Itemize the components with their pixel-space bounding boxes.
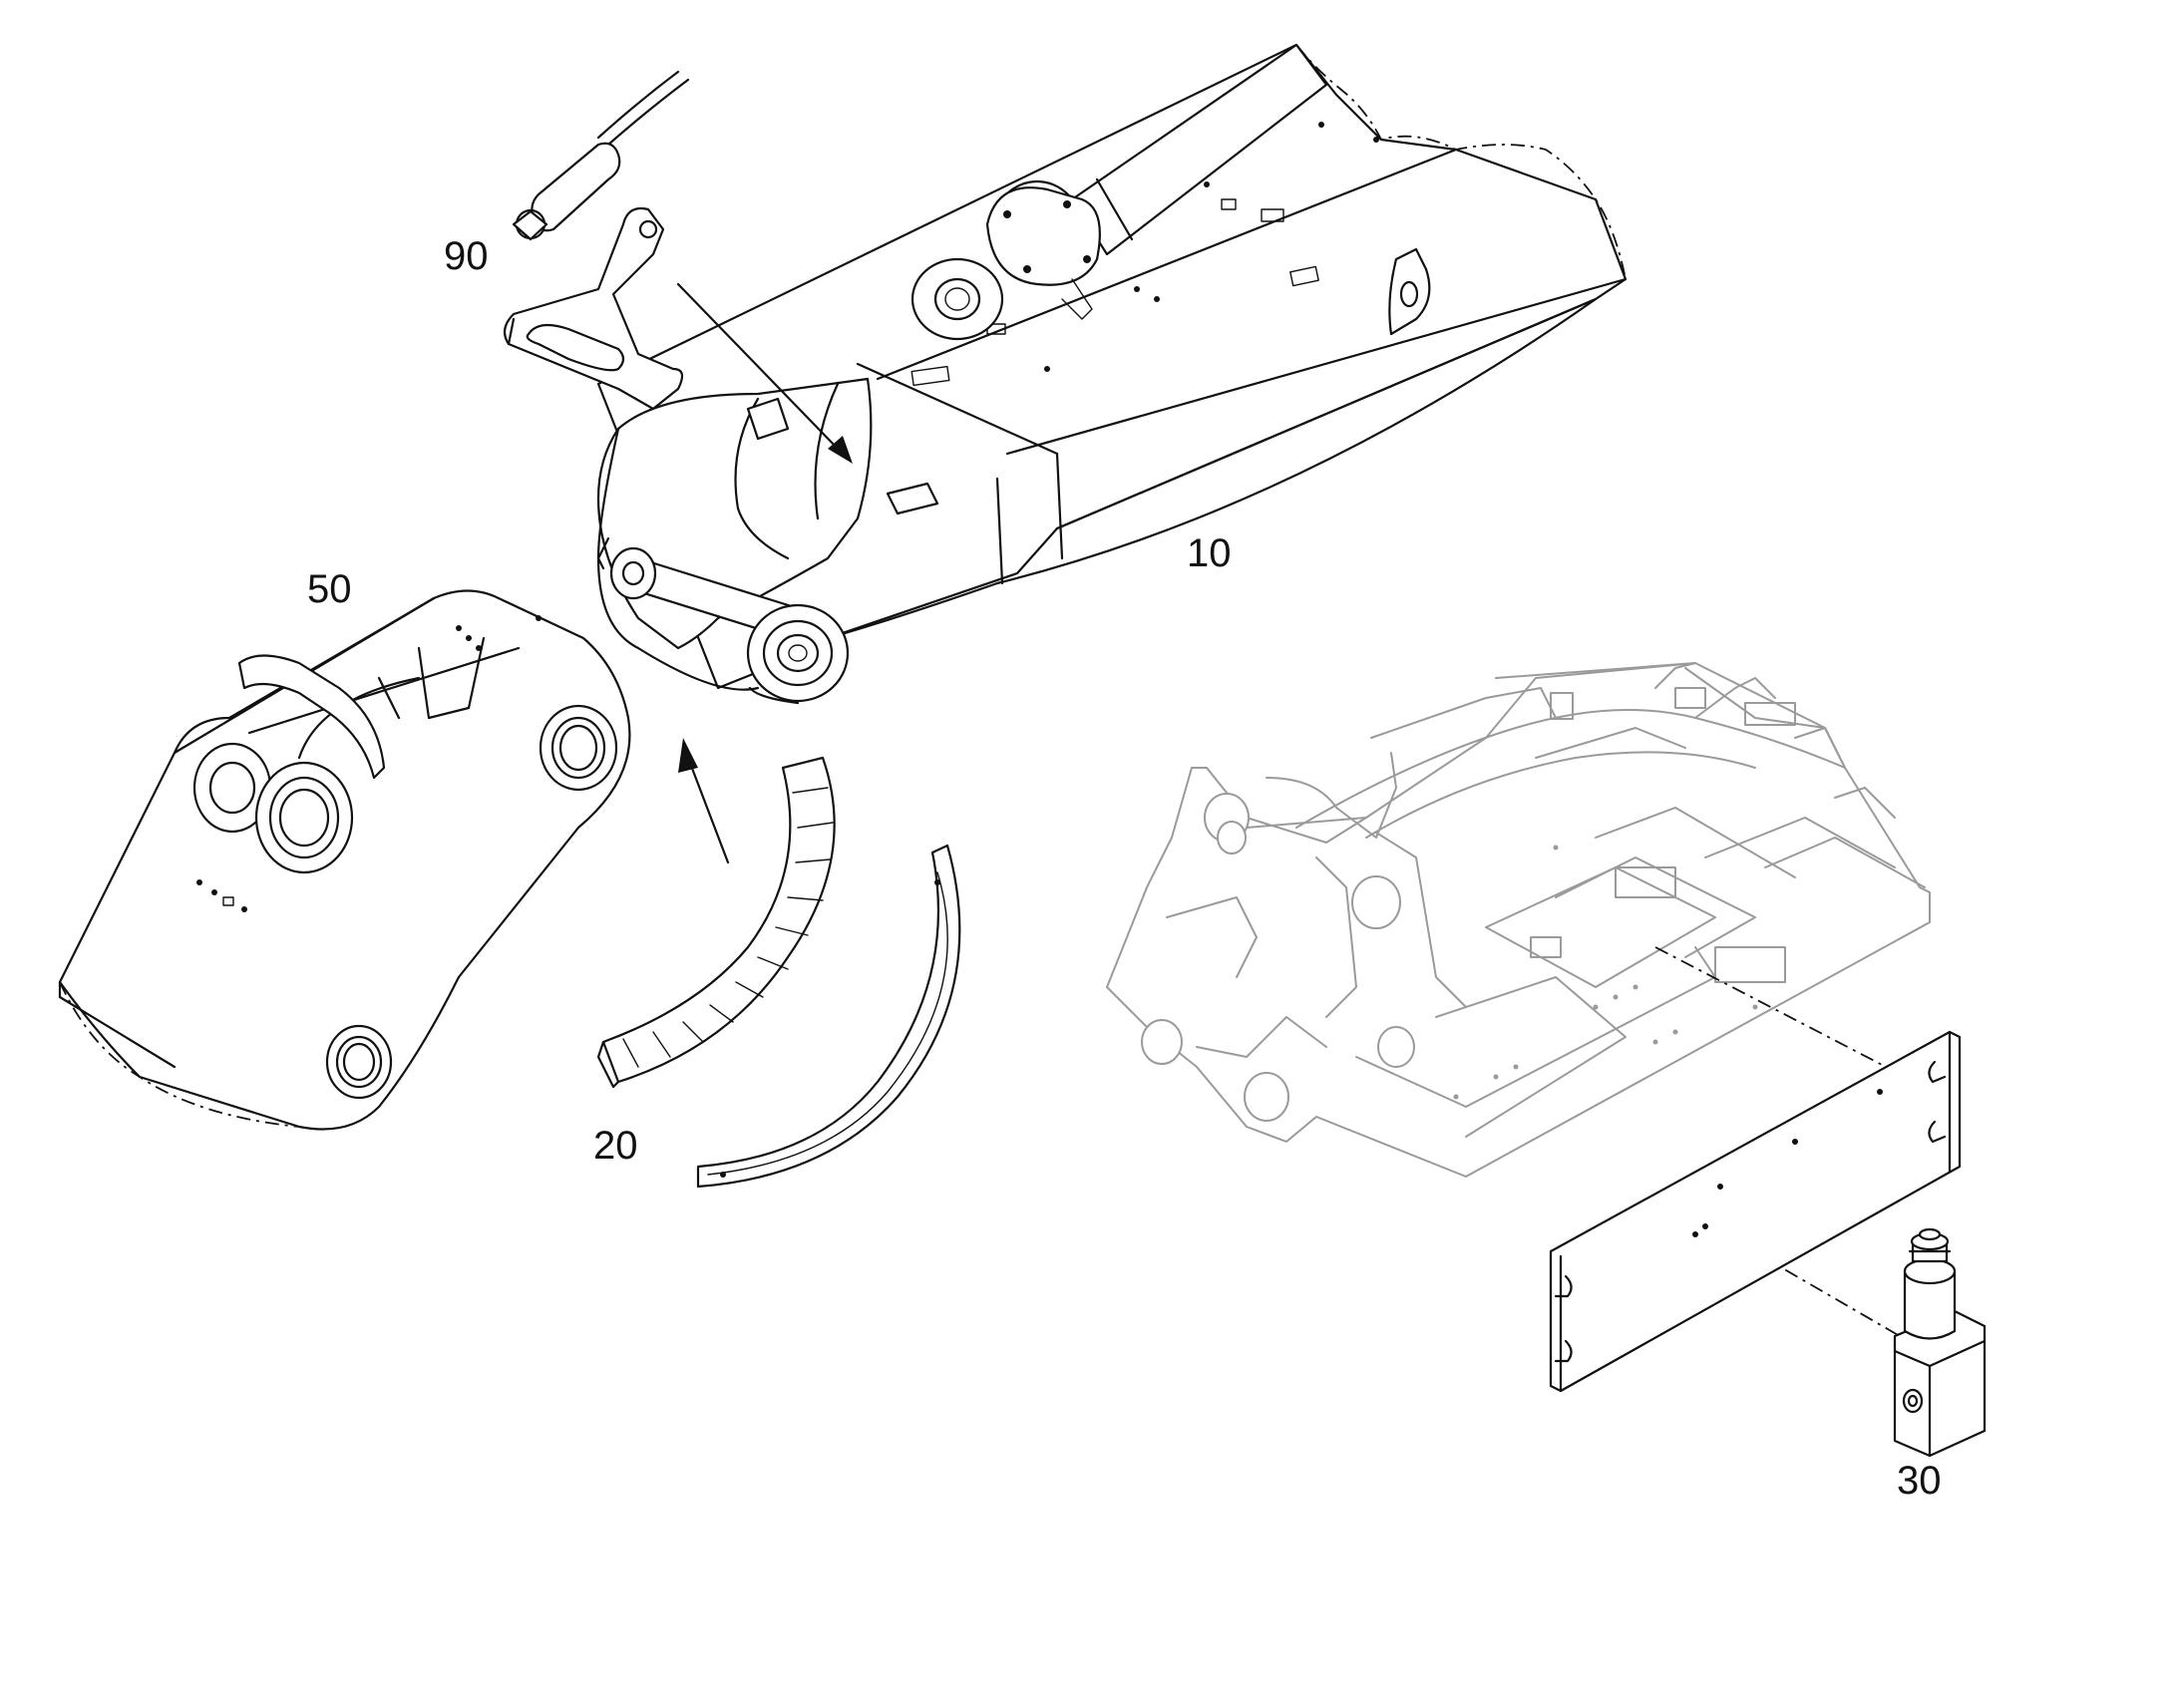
- callout-30: 30: [1897, 1459, 1942, 1503]
- assembly-arrow-90-to-10: [676, 282, 853, 464]
- callout-20: 20: [593, 1124, 638, 1168]
- wear-segments-part-20: [596, 756, 961, 1189]
- excavator-upper-frame-ghost: [1106, 662, 1931, 1178]
- assembly-arrow-20-to-50: [678, 738, 730, 864]
- mounting-plate: [1549, 1030, 1962, 1393]
- callout-10: 10: [1187, 531, 1232, 575]
- arm-foot-part-50: [58, 589, 631, 1131]
- callout-50: 50: [307, 567, 352, 611]
- sensor-and-bracket-part-90: [503, 70, 690, 411]
- callout-90: 90: [444, 234, 489, 278]
- boom-arm-part-10: [596, 43, 1628, 705]
- valve-part-30: [1893, 1227, 1987, 1458]
